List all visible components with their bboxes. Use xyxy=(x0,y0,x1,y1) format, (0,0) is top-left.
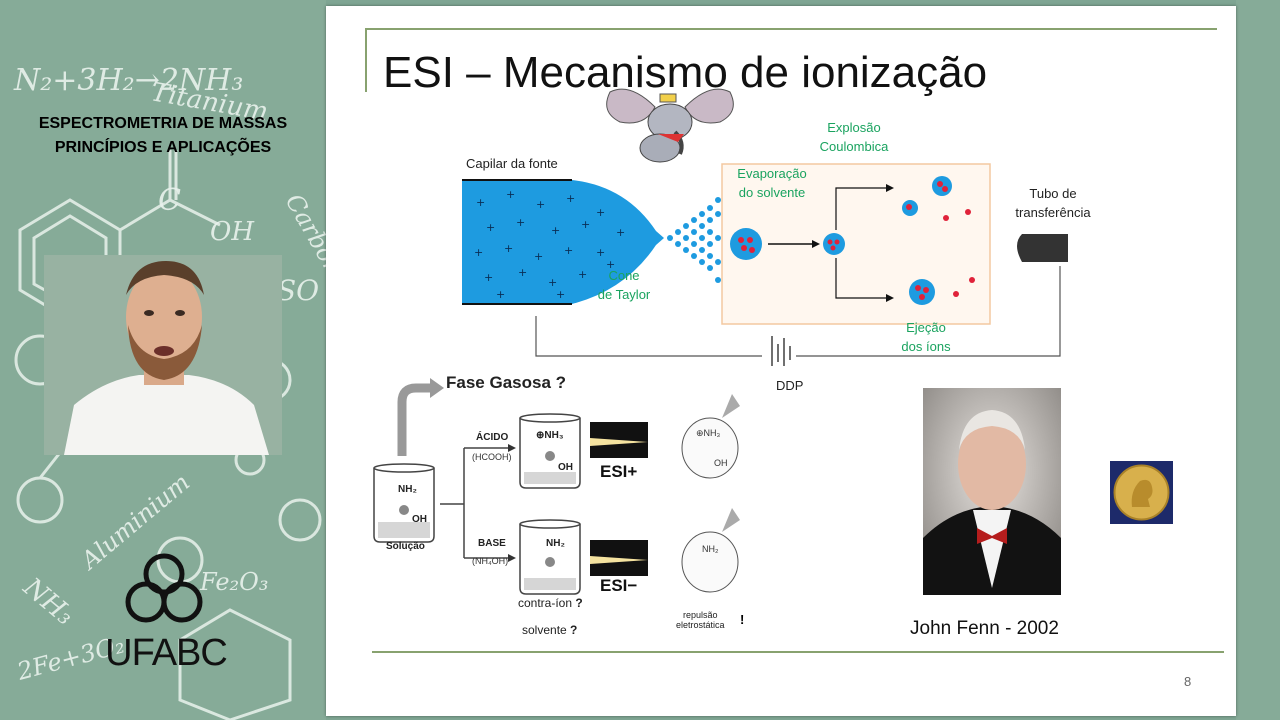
presenter-video xyxy=(44,255,282,455)
label-ddp: DDP xyxy=(776,378,804,393)
label-explosao-coulombica: Explosão Coulombica xyxy=(819,120,889,154)
svg-text:+: + xyxy=(486,221,495,234)
svg-text:+: + xyxy=(504,242,513,255)
label-cone-taylor: Cone de Taylor xyxy=(597,268,651,302)
svg-text:Fe₂O₃: Fe₂O₃ xyxy=(199,568,268,596)
label-ejecao-ions: Ejeção dos íons xyxy=(901,320,951,352)
esi-mechanism-diagram: +++++ +++++ +++++ +++++ ++ xyxy=(462,163,1068,366)
nh3-acid: ⊕NH₃ xyxy=(536,430,564,441)
svg-text:OH: OH xyxy=(210,217,255,247)
svg-text:+: + xyxy=(564,244,573,257)
oh-acid: OH xyxy=(558,462,573,473)
svg-text:+: + xyxy=(484,271,493,284)
ufabc-logo-text: UFABC xyxy=(105,632,228,674)
fenn-caption: John Fenn - 2002 xyxy=(910,618,1059,639)
doodle-formula: N₂+3H₂→2NH₃ xyxy=(13,63,243,98)
nobel-medal-icon xyxy=(1110,461,1173,524)
nh2-base: NH₂ xyxy=(546,538,565,549)
esi-negative-label: ESI− xyxy=(600,576,638,595)
svg-text:+: + xyxy=(556,288,565,301)
svg-text:+: + xyxy=(534,250,543,263)
svg-text:+: + xyxy=(476,196,485,209)
title-rule xyxy=(365,28,1217,30)
title-rule-vertical xyxy=(365,28,367,92)
repulsao-label: repulsão eletrostática xyxy=(676,610,725,630)
ufabc-logo-icon xyxy=(125,553,203,623)
contra-ion-label: contra-íon ? xyxy=(518,596,583,610)
svg-text:C: C xyxy=(158,183,181,218)
svg-text:+: + xyxy=(581,218,590,231)
label-tubo-transferencia: Tubo de transferência xyxy=(1015,186,1091,220)
svg-text:+: + xyxy=(516,216,525,229)
board-edge xyxy=(1236,0,1280,720)
svg-text:+: + xyxy=(536,198,545,211)
svg-text:NH₃: NH₃ xyxy=(17,572,80,632)
svg-text:+: + xyxy=(518,266,527,279)
svg-text:+: + xyxy=(578,268,587,281)
svg-text:+: + xyxy=(548,276,557,289)
svg-text:+: + xyxy=(566,192,575,205)
john-fenn-photo xyxy=(923,388,1061,595)
elephant-illustration-icon xyxy=(606,88,734,163)
oh-ion: OH xyxy=(714,458,728,468)
presenter-panel: N₂+3H₂→2NH₃ Titanium C OH n+CuSO oxygen … xyxy=(0,0,326,720)
acido-label: ÁCIDO xyxy=(476,432,509,443)
oh-solucao: OH xyxy=(412,514,427,525)
acido-reagent: (HCOOH) xyxy=(472,452,512,462)
svg-text:+: + xyxy=(551,224,560,237)
label-capilar: Capilar da fonte xyxy=(466,156,558,171)
label-evaporacao: Evaporação do solvente xyxy=(737,166,807,200)
nh2-solucao: NH₂ xyxy=(398,484,417,495)
svg-text:+: + xyxy=(596,246,605,259)
presentation-slide: ESI – Mecanismo de ionização Capilar da … xyxy=(326,6,1236,716)
nh3-ion: ⊕NH₃ xyxy=(696,428,721,438)
base-reagent: (NH₄OH) xyxy=(472,556,509,566)
slide-title: ESI – Mecanismo de ionização xyxy=(383,48,988,97)
page-number: 8 xyxy=(1184,674,1192,689)
svg-text:+: + xyxy=(506,188,515,201)
fase-gasosa-label: Fase Gasosa ? xyxy=(446,373,567,392)
course-title: ESPECTROMETRIA DE MASSAS PRINCÍPIOS E AP… xyxy=(38,115,288,156)
footer-rule xyxy=(372,651,1224,653)
svg-text:+: + xyxy=(496,288,505,301)
solvente-label: solvente ? xyxy=(522,623,578,637)
svg-text:+: + xyxy=(474,246,483,259)
chemistry-scheme xyxy=(373,378,740,595)
solucao-label: Solução xyxy=(386,541,425,552)
svg-text:Carbon: Carbon xyxy=(280,189,326,280)
esi-positive-label: ESI+ xyxy=(600,462,638,481)
svg-text:+: + xyxy=(606,258,615,271)
svg-text:+: + xyxy=(596,206,605,219)
svg-text:+: + xyxy=(616,226,625,239)
base-label: BASE xyxy=(478,538,506,549)
nh2-ion: NH₂ xyxy=(702,544,719,554)
repulsao-exclaim: ! xyxy=(740,612,745,627)
